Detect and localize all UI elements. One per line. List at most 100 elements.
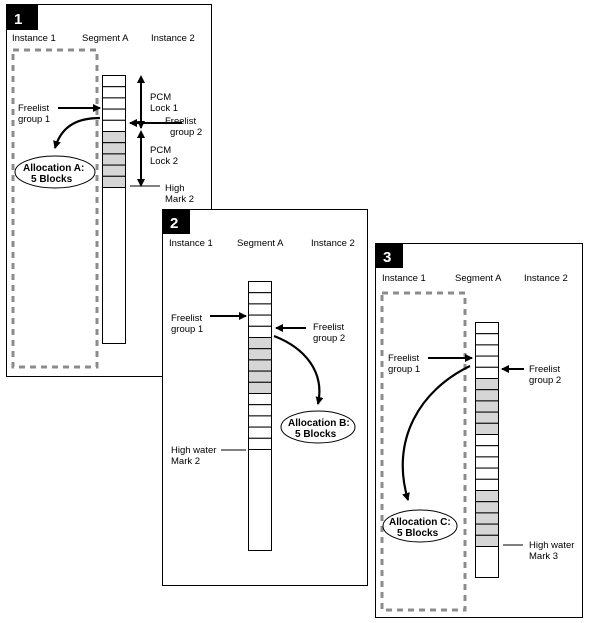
panel-2: 2 Instance 1 Segment A Instance 2 Freeli… [162, 209, 368, 586]
pcm-lock1-label: PCM [150, 92, 171, 103]
high-mark-label: High water [171, 445, 216, 456]
free-block [102, 119, 126, 133]
used-block [475, 378, 499, 391]
used-block [475, 512, 499, 525]
allocation-count: 5 Blocks [295, 429, 337, 440]
free-block [102, 75, 126, 88]
free-block [248, 393, 272, 406]
freelist1-label: Freelist [388, 353, 420, 364]
free-block [475, 445, 499, 458]
allocation-label: Allocation B: [288, 418, 350, 429]
used-block [475, 490, 499, 503]
used-block [475, 389, 499, 402]
used-block [248, 381, 272, 394]
used-block [102, 142, 126, 155]
free-block [475, 344, 499, 357]
freelist2-label-line2: group 2 [313, 333, 345, 344]
freelist1-label: Freelist [171, 313, 203, 324]
freelist1-label-line2: group 1 [388, 364, 420, 375]
instance2-header: Instance 2 [311, 238, 355, 249]
used-block [248, 348, 272, 361]
free-block [475, 366, 499, 379]
allocation-count: 5 Blocks [31, 174, 73, 185]
free-block [248, 314, 272, 327]
allocation-oval [382, 509, 458, 543]
panel-number-badge [162, 209, 190, 234]
free-block [475, 456, 499, 469]
free-block [475, 467, 499, 480]
free-block [475, 355, 499, 368]
freelist1-label-line2: group 1 [171, 324, 203, 335]
allocation-label: Allocation C: [389, 517, 451, 528]
segment-header: Segment A [82, 33, 129, 44]
free-block [248, 325, 272, 338]
allocation-oval [280, 410, 356, 444]
freelist2-label: Freelist [313, 322, 345, 333]
freelist1-label-line2: group 1 [18, 114, 50, 125]
panel-3: 3 Instance 1 Segment A Instance 2 Freeli… [375, 243, 583, 618]
free-block [248, 281, 272, 294]
high-mark-label: High [165, 183, 185, 194]
free-block [248, 426, 272, 439]
free-block [248, 404, 272, 417]
free-block [102, 108, 126, 121]
free-block [475, 333, 499, 346]
allocation-arrow [273, 334, 324, 405]
high-mark-label-line2: Mark 2 [165, 194, 194, 205]
used-block [248, 359, 272, 372]
instance2-header: Instance 2 [524, 273, 568, 284]
freelist2-label: Freelist [529, 364, 561, 375]
instance1-header: Instance 1 [382, 273, 426, 284]
free-block [475, 478, 499, 491]
free-block [102, 97, 126, 110]
used-block [475, 400, 499, 413]
panel-1: 1 Instance 1 Segment A Instance 2 Freeli… [6, 4, 212, 377]
free-block [102, 86, 126, 99]
freelist2-label: Freelist [165, 116, 197, 127]
pcm-lock1-label-line2: Lock 1 [150, 103, 178, 114]
pcm-lock2-label-line2: Lock 2 [150, 156, 178, 167]
allocation-label: Allocation A: [23, 163, 84, 174]
segment-a [475, 322, 499, 578]
allocation-arrow [53, 116, 101, 149]
free-block [248, 415, 272, 428]
used-block [475, 501, 499, 514]
segment-header: Segment A [455, 273, 502, 284]
allocation-oval [14, 155, 96, 189]
used-block [475, 422, 499, 435]
free-block [248, 303, 272, 316]
used-block [475, 411, 499, 424]
panel-number: 3 [383, 249, 391, 266]
free-block [248, 292, 272, 305]
freelist2-label-line2: group 2 [529, 375, 561, 386]
free-block [248, 437, 272, 450]
allocation-arrow [401, 365, 471, 501]
high-mark-label: High water [529, 540, 574, 551]
instance1-region [11, 48, 99, 369]
panel-number-badge [375, 243, 403, 268]
pcm-lock2-label: PCM [150, 145, 171, 156]
free-block [475, 322, 499, 335]
segment-header: Segment A [237, 238, 284, 249]
panel-number: 1 [14, 11, 22, 28]
freelist1-label: Freelist [18, 103, 50, 114]
used-block [475, 534, 499, 547]
segment-a [102, 75, 126, 344]
high-mark-label-line2: Mark 3 [529, 551, 558, 562]
instance1-header: Instance 1 [12, 33, 56, 44]
used-block [475, 523, 499, 536]
used-block [102, 175, 126, 189]
used-block [248, 370, 272, 383]
instance1-header: Instance 1 [169, 238, 213, 249]
high-mark-label-line2: Mark 2 [171, 456, 200, 467]
panel-number: 2 [170, 215, 178, 232]
segment-a [248, 281, 272, 551]
panel-number-badge [6, 4, 38, 30]
instance2-header: Instance 2 [151, 33, 195, 44]
allocation-count: 5 Blocks [397, 528, 439, 539]
instance1-region [380, 291, 467, 612]
used-block [102, 131, 126, 144]
free-block [475, 434, 499, 447]
used-block [102, 164, 126, 177]
